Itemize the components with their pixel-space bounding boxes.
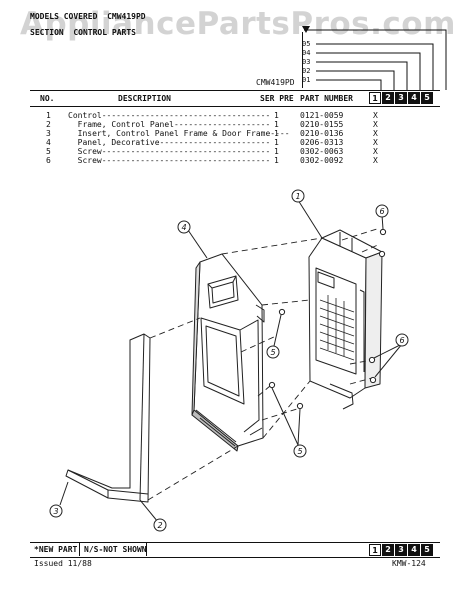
new-part-label: *NEW PART xyxy=(34,545,78,554)
row-qty: 1 xyxy=(274,147,279,156)
row-description: Screw----------------------------------- xyxy=(68,156,271,165)
row-description: Frame, Control Panel-------------------- xyxy=(68,120,271,129)
watermark: AppliancePartsPros.com xyxy=(20,6,456,42)
row-no: 1 xyxy=(46,111,51,120)
row-qty: 1 xyxy=(274,138,279,147)
callout-label: 2 xyxy=(157,521,162,530)
issued-date: Issued 11/88 xyxy=(34,559,92,568)
row-mark: X xyxy=(373,156,378,165)
not-shown-label: N/S-NOT SHOWN xyxy=(84,545,147,554)
header-part-number: PART NUMBER xyxy=(300,94,353,103)
callout-label: 6 xyxy=(379,207,384,216)
model-code-rule xyxy=(302,32,303,88)
column-number-box: 3 xyxy=(395,92,407,104)
model-code: 03 xyxy=(302,58,311,66)
column-number-box: 3 xyxy=(395,544,407,556)
column-number-box: 5 xyxy=(421,544,433,556)
models-covered-label: MODELS COVERED CMW419PD xyxy=(30,12,146,21)
callout-label: 6 xyxy=(399,336,404,345)
callout-label: 5 xyxy=(270,348,275,357)
row-description: Insert, Control Panel Frame & Door Frame… xyxy=(68,129,290,138)
control-board-drawing xyxy=(308,229,383,410)
decorative-panel-drawing xyxy=(191,253,265,452)
row-no: 2 xyxy=(46,120,51,129)
column-number-box: 1 xyxy=(369,92,381,104)
row-mark: X xyxy=(373,111,378,120)
header-ser-pre: SER PRE xyxy=(260,94,294,103)
footer-bottom-rule xyxy=(30,557,440,558)
frame-bracket-drawing xyxy=(65,333,151,503)
model-code: 05 xyxy=(302,40,311,48)
header-no: NO. xyxy=(40,94,55,103)
footer-divider xyxy=(79,542,80,556)
row-qty: 1 xyxy=(274,111,279,120)
column-number-box: 2 xyxy=(382,92,394,104)
header-description: DESCRIPTION xyxy=(118,94,171,103)
row-part-number: 0210-0155 xyxy=(300,120,344,129)
callout-label: 1 xyxy=(295,192,300,201)
row-no: 6 xyxy=(46,156,51,165)
row-mark: X xyxy=(373,138,378,147)
callout-label: 4 xyxy=(181,223,186,232)
row-part-number: 0210-0136 xyxy=(300,129,344,138)
page-code: KMW-124 xyxy=(392,559,426,568)
row-mark: X xyxy=(373,147,378,156)
row-description: Panel, Decorative----------------------- xyxy=(68,138,271,147)
callout-label: 5 xyxy=(297,447,302,456)
row-part-number: 0206-0313 xyxy=(300,138,344,147)
column-number-box: 2 xyxy=(382,544,394,556)
row-no: 4 xyxy=(46,138,51,147)
row-description: Screw----------------------------------- xyxy=(68,147,271,156)
row-part-number: 0302-0092 xyxy=(300,156,344,165)
keypad-drawing xyxy=(319,295,355,361)
model-code: 01 xyxy=(302,76,311,84)
section-label: SECTION CONTROL PARTS xyxy=(30,28,136,37)
column-number-box: 1 xyxy=(369,544,381,556)
header-bottom-rule xyxy=(30,106,440,107)
row-mark: X xyxy=(373,120,378,129)
column-number-box: 5 xyxy=(421,92,433,104)
row-no: 5 xyxy=(46,147,51,156)
row-mark: X xyxy=(373,129,378,138)
row-part-number: 0302-0063 xyxy=(300,147,344,156)
footer-top-rule xyxy=(30,542,440,543)
footer-divider xyxy=(146,542,147,556)
model-number-label: CMW419PD xyxy=(256,78,295,87)
row-qty: 1 xyxy=(274,120,279,129)
model-code: 04 xyxy=(302,49,311,57)
row-part-number: 0121-0059 xyxy=(300,111,344,120)
callout-label: 3 xyxy=(53,507,58,516)
row-description: Control---------------------------------… xyxy=(68,111,271,120)
model-code: 02 xyxy=(302,67,311,75)
column-number-box: 4 xyxy=(408,544,420,556)
row-no: 3 xyxy=(46,129,51,138)
row-qty: 1 xyxy=(274,156,279,165)
table-top-rule xyxy=(30,90,440,91)
row-qty: 1 xyxy=(274,129,279,138)
column-number-box: 4 xyxy=(408,92,420,104)
